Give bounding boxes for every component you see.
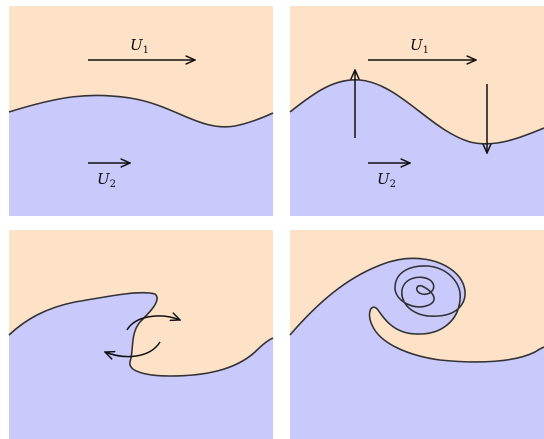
rotation-arrow-upper — [126, 316, 180, 331]
upper-velocity-label: U1 — [410, 36, 429, 56]
panel-3-overturning — [8, 230, 274, 439]
lower-fluid-region — [9, 292, 273, 439]
fluid-interface — [289, 79, 544, 145]
lower-velocity-label: U2 — [377, 170, 396, 190]
panel-2-wave-growth: U1 U2 — [289, 6, 544, 216]
rotation-arrow-lower — [105, 341, 161, 357]
fluid-interface — [8, 94, 274, 128]
panel-1-perturbation: U1 U2 — [8, 6, 274, 216]
fluid-interface — [289, 257, 544, 363]
lower-velocity-label: U2 — [97, 170, 116, 190]
lower-fluid-region — [290, 258, 544, 439]
upper-velocity-label: U1 — [130, 36, 149, 56]
lower-fluid-region — [290, 79, 544, 216]
panel-4-vortex-rollup — [289, 230, 544, 439]
lower-fluid-region — [9, 95, 273, 216]
fluid-interface — [8, 291, 274, 377]
